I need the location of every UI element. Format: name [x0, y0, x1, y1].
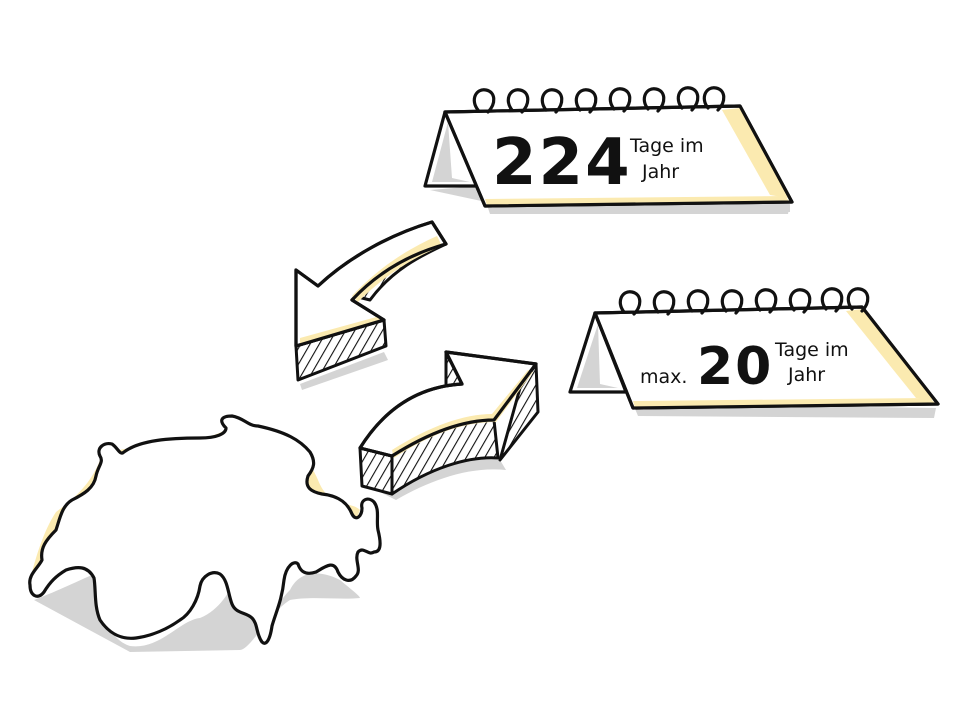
spiral-rings-bottom — [618, 287, 870, 316]
switzerland-outline — [28, 414, 382, 645]
calendar-bottom-prefix: max. — [640, 366, 687, 388]
calendar-bottom-label-line2: Jahr — [787, 364, 825, 386]
arrow-right-up-icon — [358, 350, 540, 500]
calendar-bottom: max. 20 Tage im Jahr — [568, 287, 940, 418]
calendar-top-number: 224 — [492, 126, 632, 200]
calendar-top-label-line2: Jahr — [641, 161, 679, 183]
calendar-bottom-label-line1: Tage im — [774, 339, 849, 361]
arrow-left-down-icon — [294, 220, 448, 390]
calendar-bottom-number: 20 — [697, 337, 773, 397]
calendar-top: 224 Tage im Jahr — [423, 86, 794, 214]
calendar-top-label-line1: Tage im — [629, 135, 704, 157]
switzerland-map — [28, 414, 382, 652]
spiral-rings-top — [472, 86, 726, 114]
